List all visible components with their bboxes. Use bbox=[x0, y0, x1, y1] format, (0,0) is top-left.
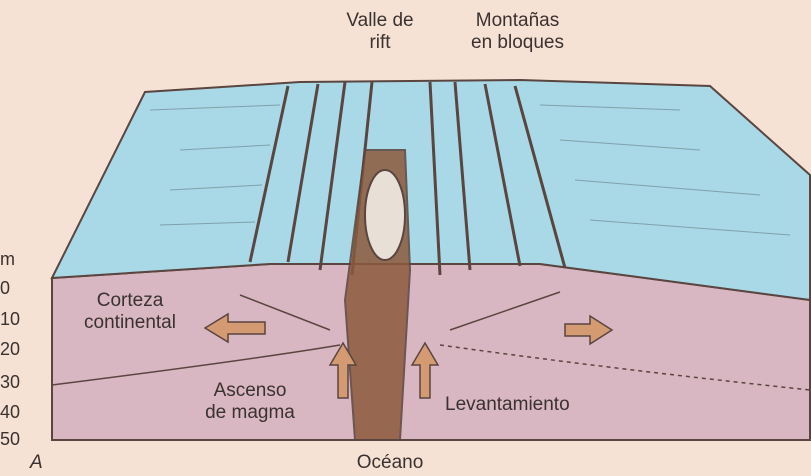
ascenso-line2: de magma bbox=[180, 402, 320, 424]
valle-line2: rift bbox=[325, 32, 435, 54]
depth-tick-40: 40 bbox=[0, 403, 20, 421]
depth-tick-50: 50 bbox=[0, 430, 20, 448]
corteza-line2: continental bbox=[60, 312, 200, 334]
panel-letter: A bbox=[30, 452, 43, 474]
magma-bulb bbox=[365, 170, 405, 260]
oceano-label: Océano bbox=[330, 452, 450, 474]
montanas-line2: en bloques bbox=[445, 32, 590, 54]
corteza-line1: Corteza bbox=[60, 290, 200, 312]
ascenso-line1: Ascenso bbox=[180, 380, 320, 402]
ascenso-label: Ascenso de magma bbox=[180, 380, 320, 424]
depth-tick-30: 30 bbox=[0, 373, 20, 391]
depth-tick-0: 0 bbox=[0, 279, 10, 297]
valle-line1: Valle de bbox=[325, 10, 435, 32]
depth-tick-10: 10 bbox=[0, 310, 20, 328]
valle-label: Valle de rift bbox=[325, 10, 435, 54]
depth-unit: m bbox=[0, 250, 15, 268]
montanas-line1: Montañas bbox=[445, 10, 590, 32]
depth-tick-20: 20 bbox=[0, 340, 20, 358]
montanas-label: Montañas en bloques bbox=[445, 10, 590, 54]
levantamiento-label: Levantamiento bbox=[445, 394, 570, 416]
corteza-label: Corteza continental bbox=[60, 290, 200, 334]
